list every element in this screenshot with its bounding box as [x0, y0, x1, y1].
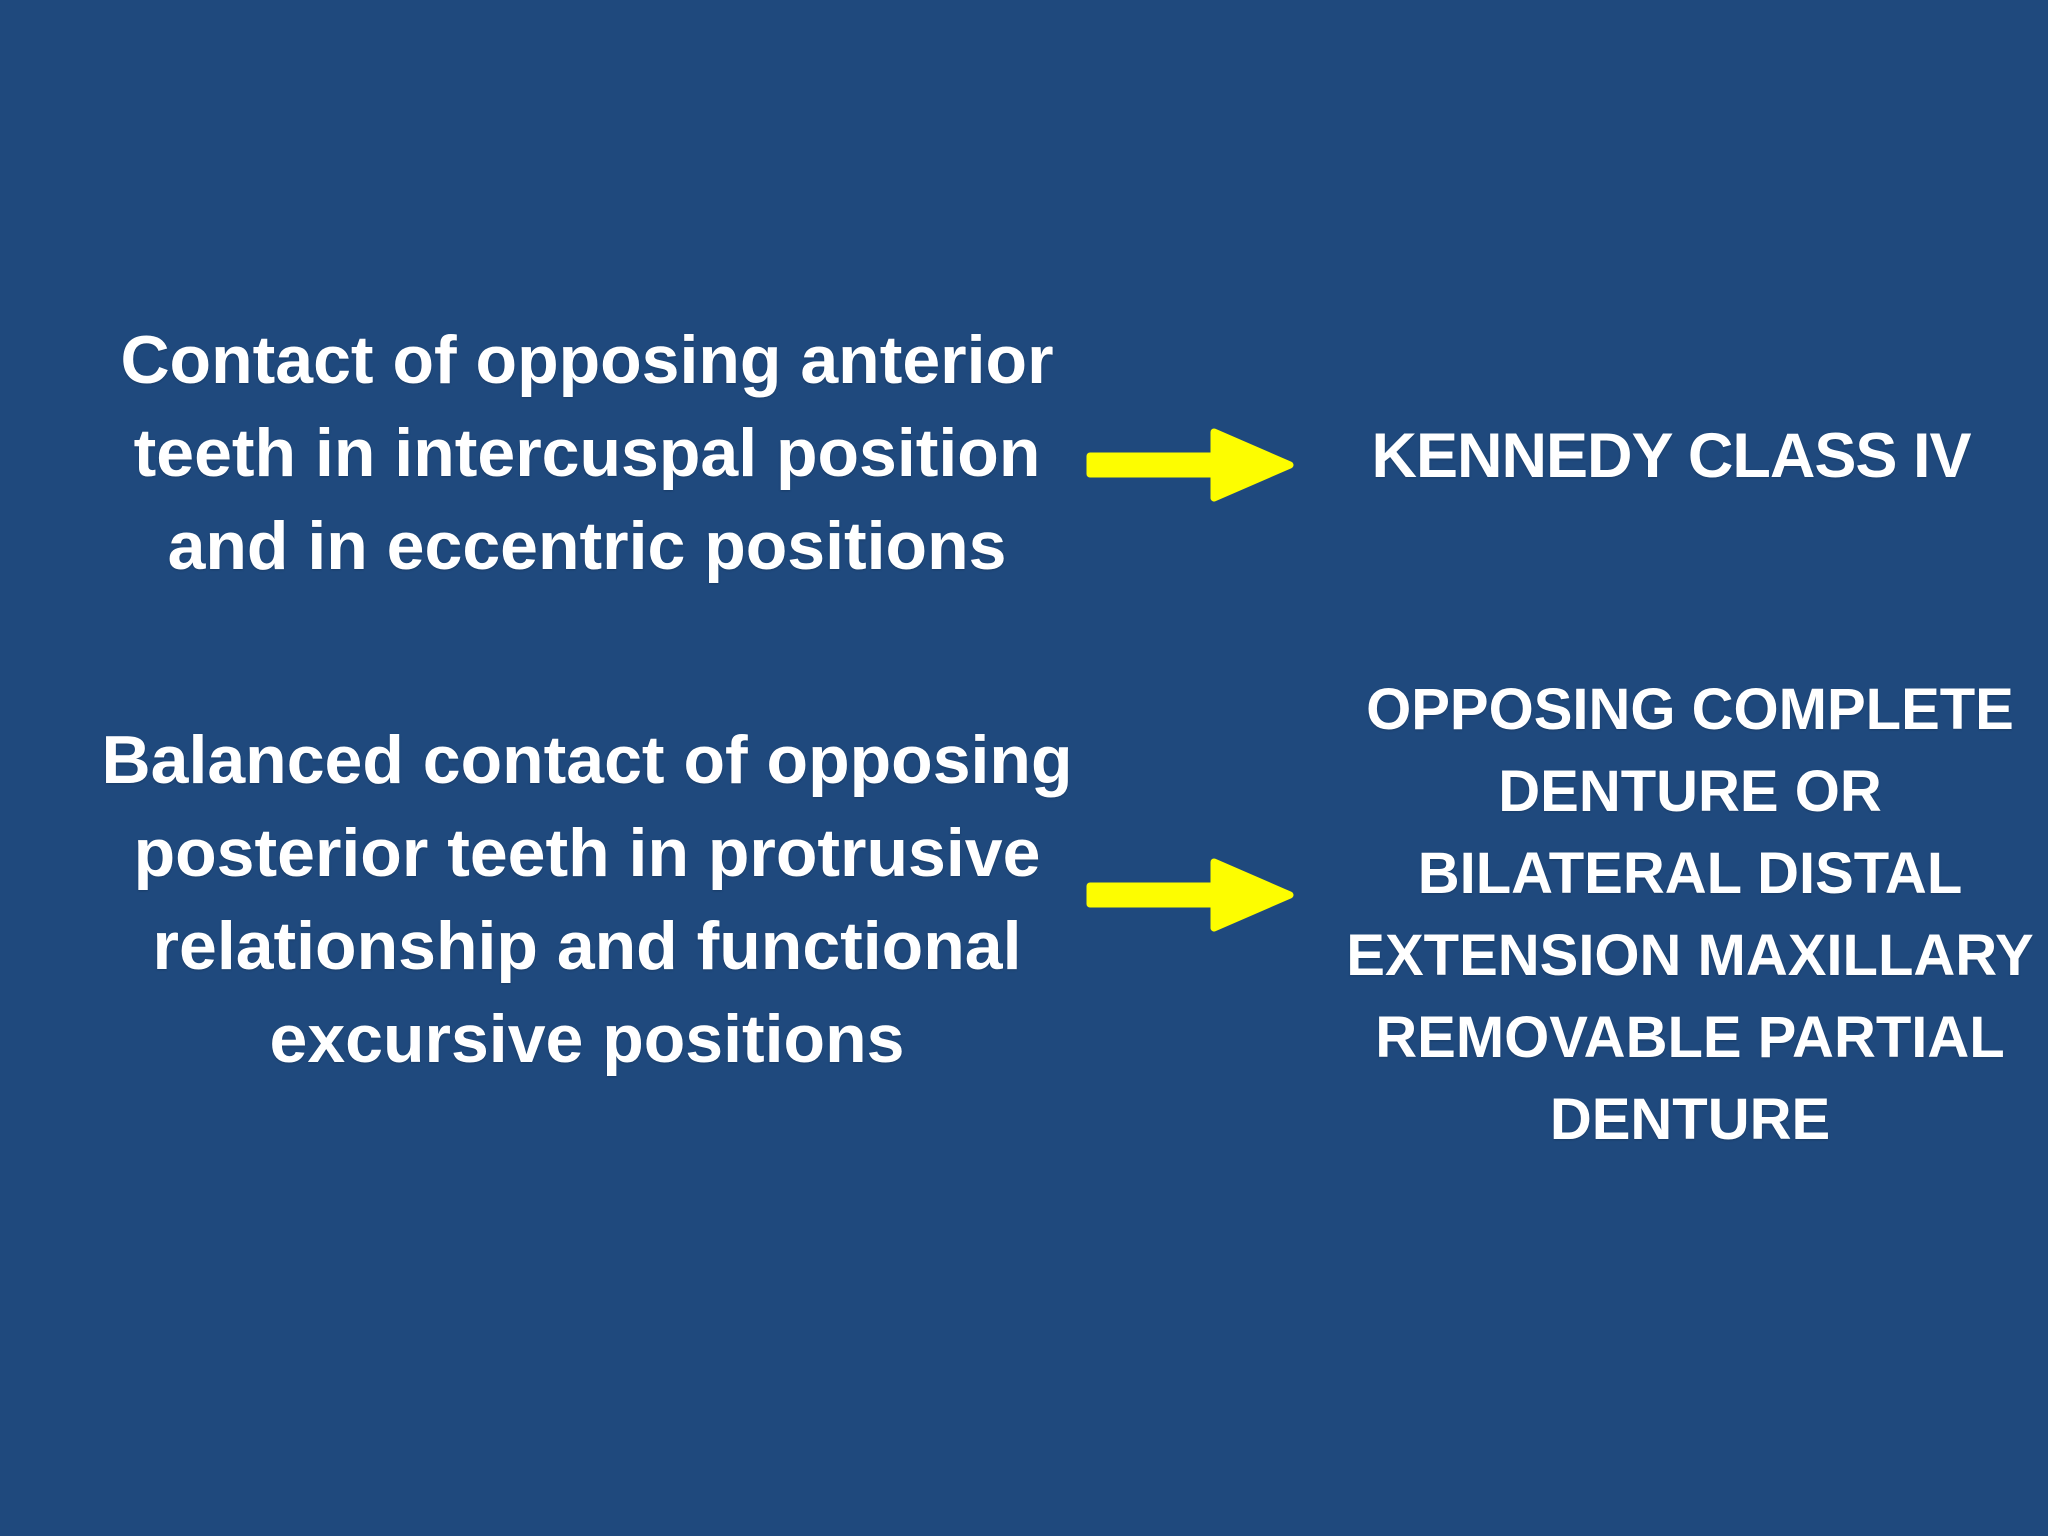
right-arrow-icon — [1086, 858, 1294, 932]
text-line: relationship and functional — [152, 908, 1022, 984]
condition-text-anterior: Contact of opposing anterior teeth in in… — [67, 314, 1107, 593]
text-line: DENTURE — [1549, 1087, 1831, 1152]
right-arrow-shape — [1086, 428, 1294, 502]
text-line: EXTENSION MAXILLARY — [1346, 923, 2034, 988]
text-line: and in eccentric positions — [167, 508, 1007, 584]
text-line: OPPOSING COMPLETE — [1366, 677, 2014, 742]
text-line: teeth in intercuspal position — [133, 415, 1041, 491]
text-line: KENNEDY CLASS IV — [1371, 421, 1972, 491]
text-line: excursive positions — [269, 1001, 905, 1077]
text-line: DENTURE OR — [1498, 759, 1882, 824]
right-arrow-shape — [1086, 858, 1294, 932]
right-arrow-icon — [1086, 428, 1294, 502]
classification-opposing-denture: OPPOSING COMPLETE DENTURE OR BILATERAL D… — [1320, 669, 2048, 1161]
condition-text-posterior: Balanced contact of opposing posterior t… — [67, 714, 1107, 1086]
text-line: Balanced contact of opposing — [101, 722, 1073, 798]
text-line: BILATERAL DISTAL — [1417, 841, 1963, 906]
text-line: posterior teeth in protrusive — [133, 815, 1041, 891]
text-line: REMOVABLE PARTIAL — [1375, 1005, 2005, 1070]
text-line: Contact of opposing anterior — [120, 322, 1054, 398]
classification-kennedy-class-iv: KENNEDY CLASS IV — [1311, 410, 2031, 503]
